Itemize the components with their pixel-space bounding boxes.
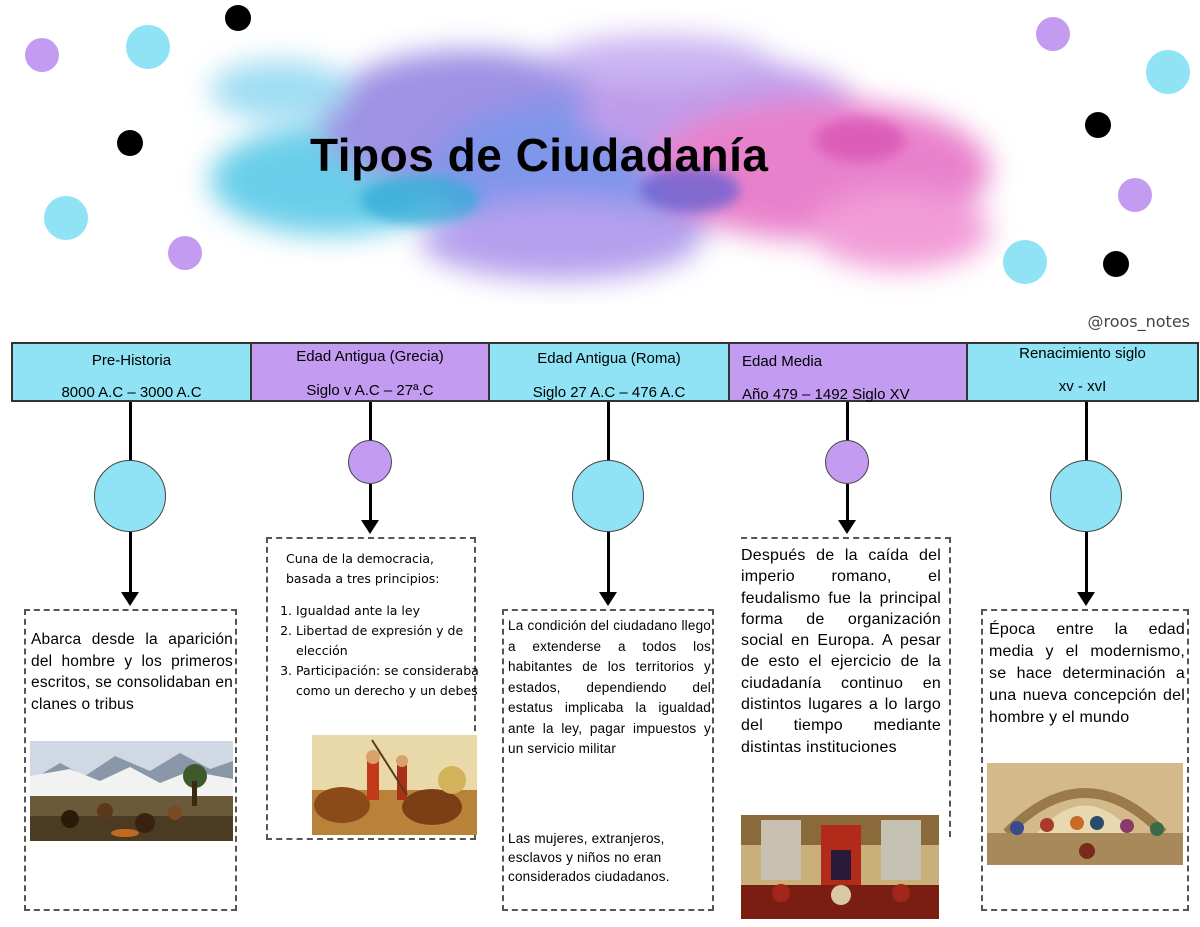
card-text: Después de la caída del imperio romano, … <box>741 547 941 756</box>
black-dot <box>225 5 251 31</box>
era-prehistoria: Pre-Historia 8000 A.C – 3000 A.C <box>11 342 252 402</box>
era-label: Edad Antigua (Roma) <box>537 350 681 367</box>
medieval-institution-image <box>741 815 939 919</box>
author-handle: @roos_notes <box>1087 312 1190 331</box>
principles-list: Igualdad ante la ley Libertad de expresi… <box>270 601 492 701</box>
list-item: Libertad de expresión y de elección <box>296 621 492 661</box>
arrow-down-icon <box>361 520 379 534</box>
era-label: Renacimiento siglo <box>1019 345 1146 362</box>
school-of-athens-image <box>987 763 1183 865</box>
connector-line <box>607 532 610 594</box>
era-grecia: Edad Antigua (Grecia) Siglo v A.C – 27ª.… <box>250 342 490 402</box>
card-roma: La condición del ciudadano llego a exten… <box>502 609 714 911</box>
timeline-node-circle <box>348 440 392 484</box>
connector-line <box>1085 532 1088 594</box>
card-text: Época entre la edad media y el modernism… <box>989 621 1185 726</box>
era-date: xv - xvI <box>1058 378 1107 395</box>
era-date: 8000 A.C – 3000 A.C <box>61 384 202 401</box>
header-banner: Tipos de Ciudadanía <box>0 0 1200 310</box>
connector-line <box>607 402 610 462</box>
era-roma: Edad Antigua (Roma) Siglo 27 A.C – 476 A… <box>488 342 730 402</box>
list-item: Participación: se consideraba como un de… <box>296 661 492 701</box>
list-item: Igualdad ante la ley <box>296 601 492 621</box>
card-edad-media: Después de la caída del imperio romano, … <box>741 537 951 837</box>
arrow-down-icon <box>1077 592 1095 606</box>
timeline-node-circle <box>94 460 166 532</box>
connector-line <box>129 402 132 462</box>
timeline-node-circle <box>1050 460 1122 532</box>
era-label: Edad Antigua (Grecia) <box>296 348 444 365</box>
card-intro-text: Cuna de la democracia, basada a tres pri… <box>286 551 440 586</box>
era-date: Siglo 27 A.C – 476 A.C <box>532 384 686 401</box>
card-text: Abarca desde la aparición del hombre y l… <box>31 631 233 713</box>
era-renacimiento: Renacimiento siglo xv - xvI <box>966 342 1199 402</box>
timeline-node-circle <box>572 460 644 532</box>
prehistoric-people-image <box>30 741 233 841</box>
card-text: La condición del ciudadano llego a exten… <box>508 618 711 756</box>
era-date: Siglo v A.C – 27ª.C <box>306 382 434 399</box>
connector-line <box>846 484 849 522</box>
era-media: Edad Media Año 479 – 1492 Siglo XV <box>728 342 968 403</box>
card-prehistoria: Abarca desde la aparición del hombre y l… <box>24 609 237 911</box>
greek-soldiers-image <box>312 735 477 835</box>
connector-line <box>369 484 372 522</box>
connector-line <box>846 402 849 442</box>
arrow-down-icon <box>121 592 139 606</box>
connector-line <box>369 402 372 442</box>
timeline-node-circle <box>825 440 869 484</box>
watercolor-splash-decoration <box>25 5 1190 284</box>
card-text-2: Las mujeres, extranjeros, esclavos y niñ… <box>508 831 670 884</box>
era-label: Pre-Historia <box>91 352 172 369</box>
arrow-down-icon <box>599 592 617 606</box>
connector-line <box>129 532 132 594</box>
card-renacimiento: Época entre la edad media y el modernism… <box>981 609 1189 911</box>
era-date: Año 479 – 1492 Siglo XV <box>742 386 910 403</box>
arrow-down-icon <box>838 520 856 534</box>
page-title: Tipos de Ciudadanía <box>310 129 769 181</box>
card-grecia: Cuna de la democracia, basada a tres pri… <box>266 537 479 840</box>
era-label: Edad Media <box>742 353 823 370</box>
connector-line <box>1085 402 1088 462</box>
